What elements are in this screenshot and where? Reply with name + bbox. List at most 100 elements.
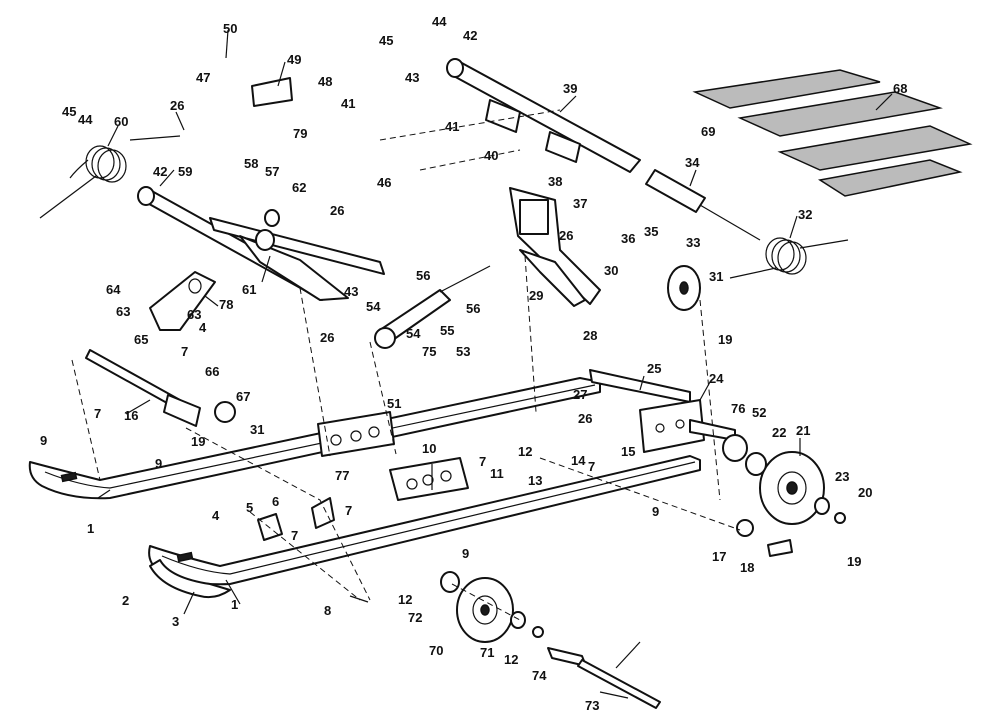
callout-label: 48 bbox=[318, 74, 332, 89]
callout-label: 45 bbox=[62, 104, 76, 119]
callout-label: 6 bbox=[272, 494, 279, 509]
callout-label: 62 bbox=[292, 180, 306, 195]
callout-label: 49 bbox=[287, 52, 301, 67]
callout-label: 33 bbox=[686, 235, 700, 250]
callout-label: 31 bbox=[250, 422, 264, 437]
guide-wheel-33 bbox=[667, 265, 701, 311]
callout-label: 35 bbox=[644, 224, 658, 239]
callout-label: 31 bbox=[709, 269, 723, 284]
callout-label: 13 bbox=[528, 473, 542, 488]
front-axle-16 bbox=[85, 349, 236, 427]
callout-label: 57 bbox=[265, 164, 279, 179]
callouts: 50 47 49 48 41 79 45 44 60 26 59 42 58 5… bbox=[40, 14, 907, 713]
callout-label: 19 bbox=[847, 554, 861, 569]
callout-label: 7 bbox=[291, 528, 298, 543]
callout-label: 46 bbox=[377, 175, 391, 190]
callout-label: 51 bbox=[387, 396, 401, 411]
callout-label: 68 bbox=[893, 81, 907, 96]
callout-label: 74 bbox=[532, 668, 547, 683]
callout-label: 56 bbox=[466, 301, 480, 316]
callout-label: 11 bbox=[490, 466, 504, 481]
leader-lines bbox=[97, 29, 893, 699]
callout-label: 12 bbox=[518, 444, 532, 459]
callout-label: 7 bbox=[181, 344, 188, 359]
callout-label: 19 bbox=[718, 332, 732, 347]
callout-label: 75 bbox=[422, 344, 436, 359]
callout-label: 1 bbox=[87, 521, 94, 536]
callout-label: 79 bbox=[293, 126, 307, 141]
callout-label: 40 bbox=[484, 148, 498, 163]
callout-label: 43 bbox=[405, 70, 419, 85]
callout-label: 23 bbox=[835, 469, 849, 484]
callout-label: 45 bbox=[379, 33, 393, 48]
callout-label: 52 bbox=[752, 405, 766, 420]
callout-label: 59 bbox=[178, 164, 192, 179]
callout-label: 27 bbox=[573, 387, 587, 402]
callout-label: 26 bbox=[578, 411, 592, 426]
callout-label: 70 bbox=[429, 643, 443, 658]
callout-label: 26 bbox=[170, 98, 184, 113]
callout-label: 64 bbox=[106, 282, 121, 297]
callout-label: 2 bbox=[122, 593, 129, 608]
callout-label: 4 bbox=[212, 508, 220, 523]
bracket-78 bbox=[149, 271, 216, 331]
callout-label: 25 bbox=[647, 361, 661, 376]
torsion-spring-32 bbox=[729, 237, 849, 279]
callout-label: 26 bbox=[320, 330, 334, 345]
callout-label: 7 bbox=[345, 503, 352, 518]
callout-label: 15 bbox=[621, 444, 635, 459]
callout-label: 44 bbox=[432, 14, 447, 29]
callout-label: 9 bbox=[652, 504, 659, 519]
callout-label: 20 bbox=[858, 485, 872, 500]
callout-label: 5 bbox=[246, 500, 253, 515]
callout-label: 53 bbox=[456, 344, 470, 359]
callout-label: 1 bbox=[231, 597, 238, 612]
callout-label: 4 bbox=[199, 320, 207, 335]
sensor-49 bbox=[251, 77, 293, 107]
callout-label: 30 bbox=[604, 263, 618, 278]
wear-bar bbox=[149, 559, 231, 599]
idler-wheel-21 bbox=[722, 434, 846, 557]
callout-label: 65 bbox=[134, 332, 148, 347]
callout-label: 56 bbox=[416, 268, 430, 283]
bracket-10 bbox=[389, 457, 469, 501]
shock-absorber-55 bbox=[374, 265, 491, 349]
callout-label: 73 bbox=[585, 698, 599, 713]
callout-label: 63 bbox=[187, 307, 201, 322]
callout-label: 63 bbox=[116, 304, 130, 319]
front-arm-61 bbox=[137, 186, 385, 301]
callout-label: 14 bbox=[571, 453, 586, 468]
rail-left bbox=[28, 377, 601, 500]
torsion-spring-60 bbox=[39, 135, 181, 219]
callout-label: 37 bbox=[573, 196, 587, 211]
callout-label: 21 bbox=[796, 423, 810, 438]
callout-label: 26 bbox=[330, 203, 344, 218]
track-clips-68 bbox=[692, 69, 973, 197]
bracket-77 bbox=[311, 497, 335, 529]
callout-label: 43 bbox=[344, 284, 358, 299]
callout-label: 29 bbox=[529, 288, 543, 303]
block-6 bbox=[257, 513, 283, 541]
callout-label: 47 bbox=[196, 70, 210, 85]
callout-label: 24 bbox=[709, 371, 724, 386]
callout-label: 39 bbox=[563, 81, 577, 96]
callout-label: 54 bbox=[406, 326, 421, 341]
bracket-front bbox=[317, 411, 395, 457]
callout-label: 18 bbox=[740, 560, 754, 575]
callout-label: 78 bbox=[219, 297, 233, 312]
callout-label: 44 bbox=[78, 112, 93, 127]
callout-label: 7 bbox=[479, 454, 486, 469]
callout-label: 42 bbox=[153, 164, 167, 179]
callout-label: 69 bbox=[701, 124, 715, 139]
callout-label: 9 bbox=[462, 546, 469, 561]
callout-label: 77 bbox=[335, 468, 349, 483]
callout-label: 66 bbox=[205, 364, 219, 379]
callout-label: 72 bbox=[408, 610, 422, 625]
callout-label: 55 bbox=[440, 323, 454, 338]
callout-label: 50 bbox=[223, 21, 237, 36]
idler-wheel-70 bbox=[440, 571, 661, 709]
callout-label: 12 bbox=[398, 592, 412, 607]
callout-label: 28 bbox=[583, 328, 597, 343]
callout-label: 67 bbox=[236, 389, 250, 404]
